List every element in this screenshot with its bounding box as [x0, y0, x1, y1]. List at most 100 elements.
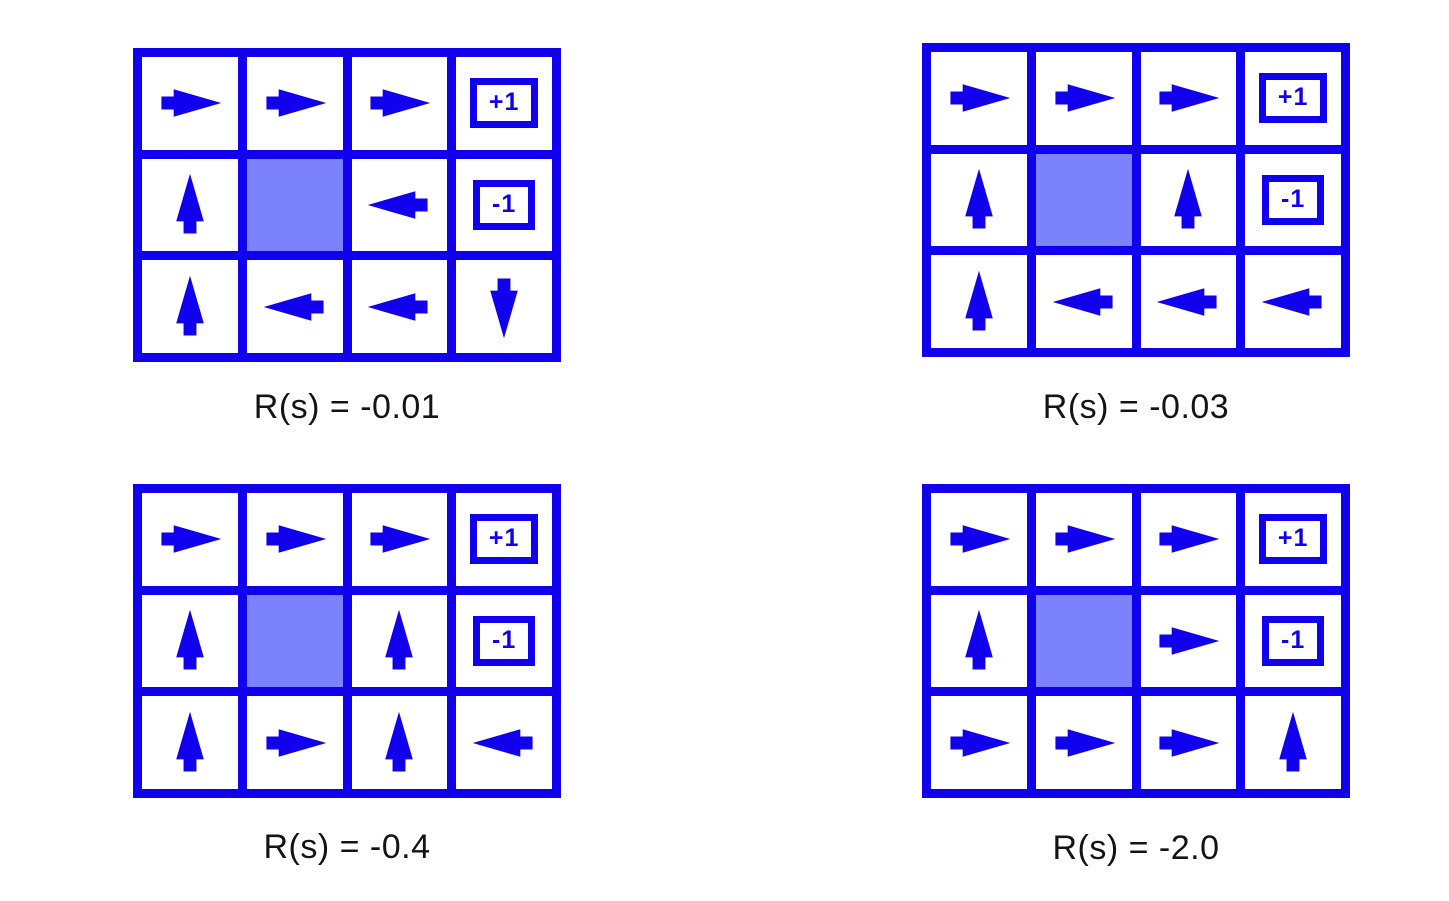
policy-cell[interactable] — [351, 260, 448, 353]
policy-cell[interactable] — [142, 260, 238, 353]
policy-cell[interactable] — [1140, 52, 1237, 145]
arrow-right-icon — [1050, 75, 1118, 121]
terminal-positive-cell[interactable]: +1 — [456, 57, 552, 150]
arrow-right-icon — [365, 516, 433, 562]
policy-cell[interactable] — [931, 153, 1027, 247]
policy-cell[interactable] — [246, 696, 343, 789]
arrow-up-icon — [956, 166, 1002, 234]
policy-cell[interactable] — [931, 594, 1027, 688]
arrow-right-icon — [945, 516, 1013, 562]
policy-cell[interactable] — [1035, 52, 1132, 145]
policy-cell[interactable] — [931, 696, 1027, 789]
terminal-negative-cell[interactable]: -1 — [456, 158, 552, 252]
gridworld-grid: +1 -1 — [922, 484, 1350, 798]
policy-cell[interactable] — [1140, 153, 1237, 247]
arrow-right-icon — [1154, 720, 1222, 766]
arrow-up-icon — [1165, 166, 1211, 234]
panel-caption: R(s) = -0.03 — [1042, 388, 1230, 426]
reward-badge-negative: -1 — [473, 615, 536, 666]
reward-badge-negative: -1 — [1262, 174, 1325, 225]
policy-cell[interactable] — [1140, 594, 1237, 688]
arrow-right-icon — [1154, 75, 1222, 121]
arrow-left-icon — [1050, 279, 1118, 325]
policy-cell[interactable] — [931, 255, 1027, 348]
policy-cell[interactable] — [1035, 493, 1132, 586]
policy-cell[interactable] — [246, 493, 343, 586]
terminal-positive-cell[interactable]: +1 — [456, 493, 552, 586]
reward-badge-negative: -1 — [473, 179, 536, 230]
gridworld-grid: +1 -1 — [922, 43, 1350, 357]
panel-caption: R(s) = -0.4 — [263, 828, 431, 866]
policy-cell[interactable] — [931, 52, 1027, 145]
reward-badge-positive: +1 — [1258, 514, 1328, 565]
policy-cell[interactable] — [142, 57, 238, 150]
policy-cell[interactable] — [456, 696, 552, 789]
terminal-negative-cell[interactable]: -1 — [1245, 594, 1341, 688]
policy-cell[interactable] — [351, 493, 448, 586]
reward-badge-positive: +1 — [1258, 73, 1328, 124]
policy-cell[interactable] — [142, 696, 238, 789]
arrow-right-icon — [365, 80, 433, 126]
arrow-left-icon — [365, 182, 433, 228]
panel-caption: R(s) = -2.0 — [1052, 829, 1220, 867]
wall-cell — [1035, 153, 1132, 247]
arrow-left-icon — [470, 720, 538, 766]
policy-cell[interactable] — [1140, 493, 1237, 586]
terminal-positive-cell[interactable]: +1 — [1245, 493, 1341, 586]
arrow-left-icon — [261, 284, 329, 330]
policy-cell[interactable] — [931, 493, 1027, 586]
reward-badge-positive: +1 — [469, 514, 539, 565]
arrow-up-icon — [956, 268, 1002, 336]
wall-cell — [246, 594, 343, 688]
policy-cell[interactable] — [142, 594, 238, 688]
arrow-up-icon — [167, 273, 213, 341]
arrow-up-icon — [167, 709, 213, 777]
arrow-right-icon — [261, 720, 329, 766]
policy-cell[interactable] — [1140, 696, 1237, 789]
policy-cell[interactable] — [1035, 696, 1132, 789]
policy-cell[interactable] — [1245, 255, 1341, 348]
arrow-right-icon — [945, 75, 1013, 121]
arrow-right-icon — [261, 516, 329, 562]
arrow-left-icon — [1259, 279, 1327, 325]
reward-badge-positive: +1 — [469, 78, 539, 129]
arrow-left-icon — [1154, 279, 1222, 325]
policy-cell[interactable] — [1035, 255, 1132, 348]
terminal-negative-cell[interactable]: -1 — [1245, 153, 1341, 247]
arrow-up-icon — [167, 607, 213, 675]
arrow-down-icon — [481, 273, 527, 341]
policy-cell[interactable] — [246, 57, 343, 150]
policy-cell[interactable] — [1140, 255, 1237, 348]
arrow-right-icon — [1154, 516, 1222, 562]
wall-cell — [246, 158, 343, 252]
arrow-up-icon — [167, 171, 213, 239]
terminal-negative-cell[interactable]: -1 — [456, 594, 552, 688]
arrow-right-icon — [156, 80, 224, 126]
arrow-up-icon — [376, 709, 422, 777]
arrow-up-icon — [1270, 709, 1316, 777]
policy-cell[interactable] — [142, 493, 238, 586]
arrow-up-icon — [956, 607, 1002, 675]
gridworld-grid: +1 -1 — [133, 484, 561, 798]
policy-cell[interactable] — [1245, 696, 1341, 789]
gridworld-grid: +1 -1 — [133, 48, 561, 362]
terminal-positive-cell[interactable]: +1 — [1245, 52, 1341, 145]
policy-cell[interactable] — [351, 594, 448, 688]
arrow-right-icon — [1050, 720, 1118, 766]
arrow-right-icon — [1050, 516, 1118, 562]
policy-cell[interactable] — [456, 260, 552, 353]
arrow-right-icon — [261, 80, 329, 126]
policy-cell[interactable] — [351, 158, 448, 252]
policy-cell[interactable] — [142, 158, 238, 252]
policy-cell[interactable] — [246, 260, 343, 353]
policy-cell[interactable] — [351, 57, 448, 150]
arrow-right-icon — [1154, 618, 1222, 664]
policy-cell[interactable] — [351, 696, 448, 789]
arrow-right-icon — [156, 516, 224, 562]
arrow-up-icon — [376, 607, 422, 675]
wall-cell — [1035, 594, 1132, 688]
arrow-left-icon — [365, 284, 433, 330]
